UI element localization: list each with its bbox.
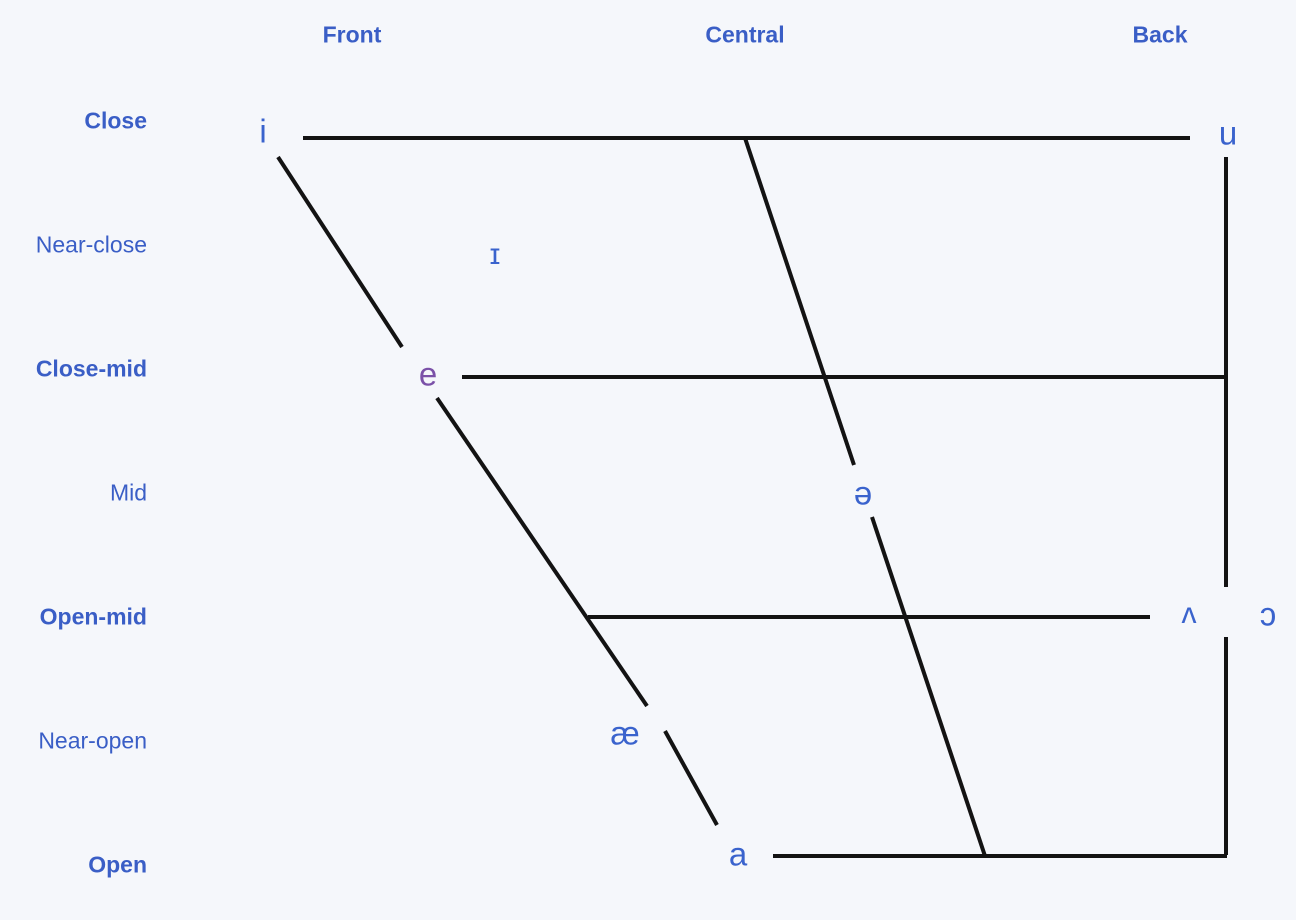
row-label-near-open: Near-open [38,727,147,754]
row-label-open: Open [88,851,147,878]
vowel-turned-v[interactable]: ʌ [1181,597,1197,630]
front-diagonal-seg1 [276,155,404,349]
row-label-close-mid: Close-mid [35,355,147,382]
row-label-mid: Mid [109,479,147,506]
front-diagonal-seg3 [663,730,719,826]
vowel-a[interactable]: a [728,835,748,873]
row-label-open-mid: Open-mid [39,603,147,630]
column-header-central: Central [705,21,785,48]
central-diagonal-seg2 [870,516,987,857]
vowel-i[interactable]: i [259,112,267,150]
column-header-front: Front [322,21,382,48]
vowel-ash[interactable]: æ [610,714,640,752]
vowel-e[interactable]: e [418,355,438,393]
vowel-schwa[interactable]: ə [853,474,873,512]
column-header-back: Back [1132,21,1188,48]
vowel-small-capital-i[interactable]: ɪ [489,238,501,271]
central-diagonal-seg1 [743,137,856,466]
vowel-open-o[interactable]: ɔ [1259,595,1277,633]
vowel-u[interactable]: u [1218,114,1238,152]
front-diagonal-seg2 [435,396,649,708]
row-label-near-close: Near-close [35,231,147,258]
row-label-close: Close [84,107,147,134]
